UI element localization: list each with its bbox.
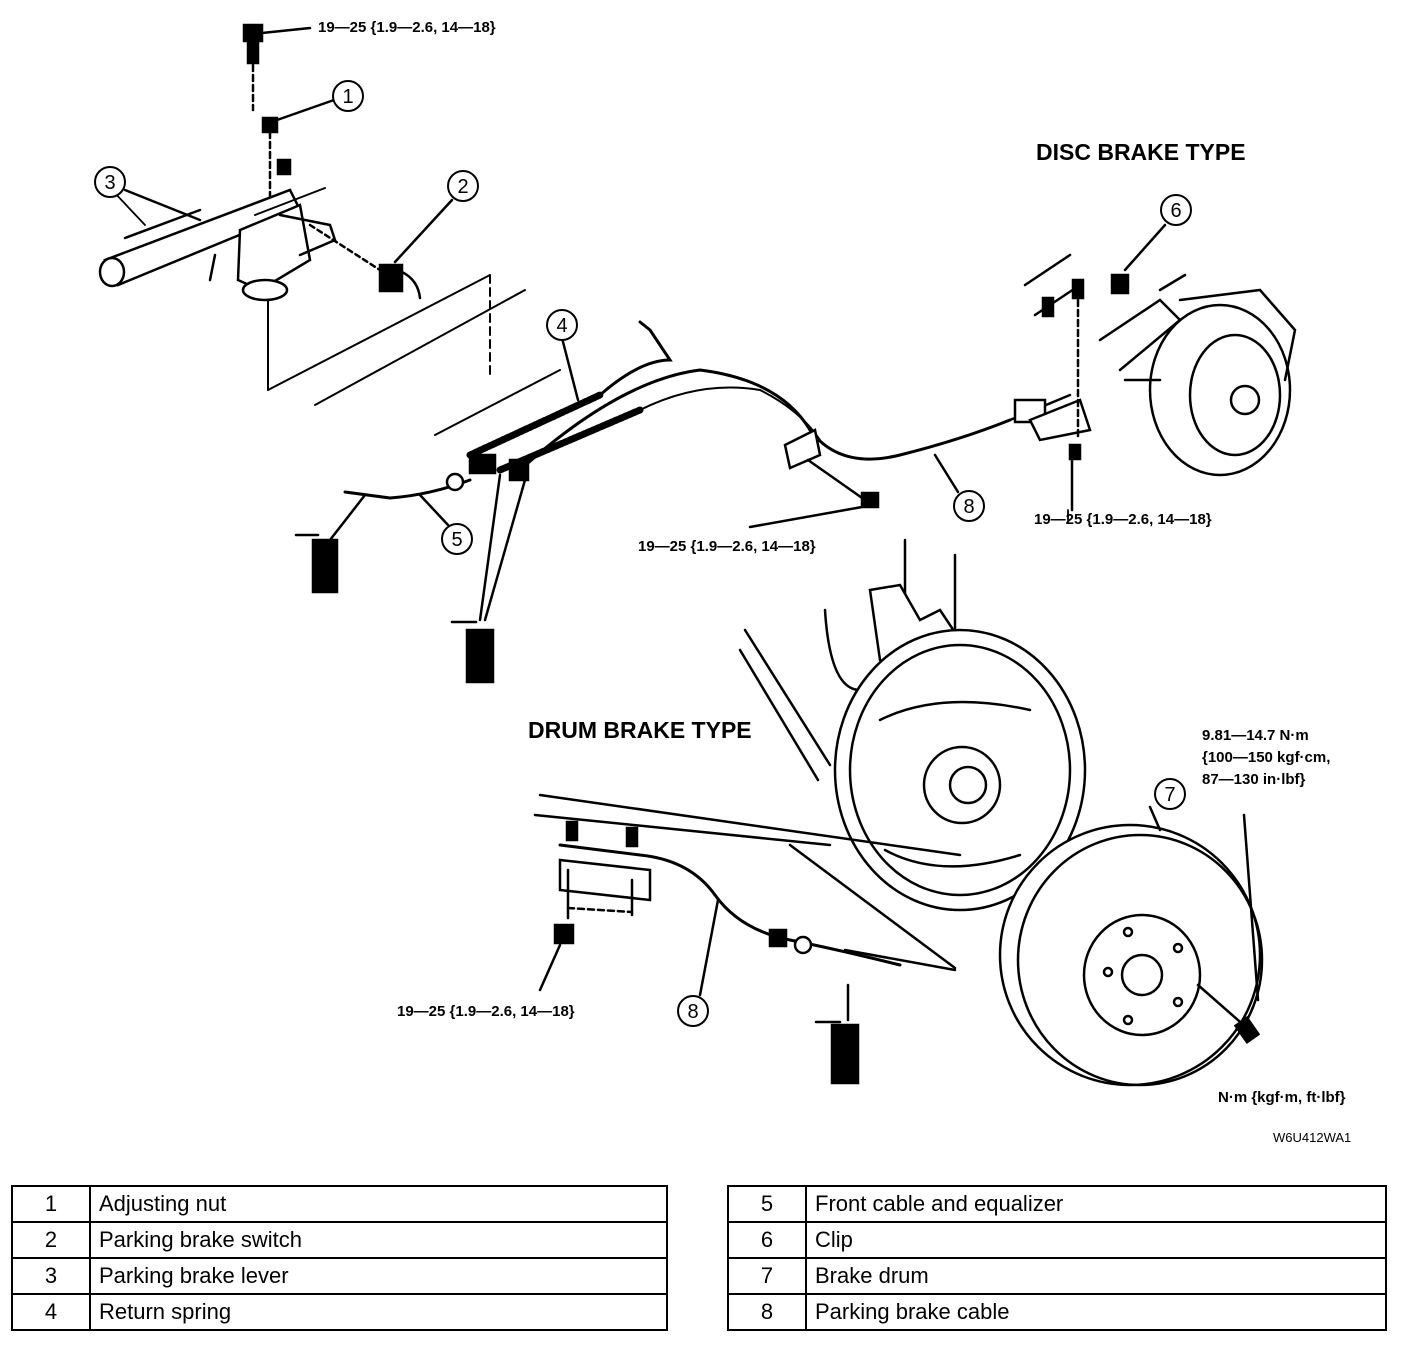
table-row: 7 Brake drum (727, 1257, 1387, 1295)
legend-desc: Brake drum (805, 1257, 1387, 1295)
legend-desc: Clip (805, 1221, 1387, 1259)
units-label: N·m {kgf·m, ft·lbf} (1218, 1089, 1346, 1106)
legend-desc: Parking brake switch (89, 1221, 668, 1259)
parking-brake-switch-icon (308, 198, 454, 300)
callout-4: 4 (556, 315, 567, 337)
torque-drum-line-1: 9.81—14.7 N·m (1202, 727, 1309, 744)
legend-desc: Parking brake cable (805, 1293, 1387, 1331)
legend-desc: Adjusting nut (89, 1185, 668, 1223)
grease-can-icon (294, 533, 860, 1085)
parking-brake-lever-icon (98, 158, 337, 302)
legend-desc: Return spring (89, 1293, 668, 1331)
callout-8-disc: 8 (963, 496, 974, 518)
torque-label-drum: 19—25 {1.9—2.6, 14—18} (397, 1003, 575, 1020)
parking-brake-diagram: 1 2 3 4 5 6 7 8 8 19—25 {1.9—2.6, 14—18}… (94, 19, 1351, 1145)
table-row: 4 Return spring (11, 1293, 668, 1331)
torque-label-top: 19—25 {1.9—2.6, 14—18} (318, 19, 496, 36)
legend-num: 6 (727, 1221, 807, 1259)
callout-2: 2 (457, 176, 468, 198)
table-row: 8 Parking brake cable (727, 1293, 1387, 1331)
callout-5: 5 (451, 529, 462, 551)
torque-drum-line-2: {100—150 kgf·cm, (1202, 749, 1330, 766)
legend-num: 2 (11, 1221, 91, 1259)
callout-8-drum: 8 (687, 1001, 698, 1023)
legend-num: 7 (727, 1257, 807, 1295)
table-row: 1 Adjusting nut (11, 1185, 668, 1223)
drum-brake-type-title: DRUM BRAKE TYPE (528, 717, 752, 743)
torque-label-disc: 19—25 {1.9—2.6, 14—18} (1034, 511, 1212, 528)
torque-label-center: 19—25 {1.9—2.6, 14—18} (638, 538, 816, 555)
legend-num: 1 (11, 1185, 91, 1223)
legend-num: 8 (727, 1293, 807, 1331)
legend-num: 4 (11, 1293, 91, 1331)
parking-brake-cable-drum (538, 820, 957, 1022)
legend-desc: Parking brake lever (89, 1257, 668, 1295)
callout-3: 3 (104, 172, 115, 194)
disc-brake-type-title: DISC BRAKE TYPE (1036, 139, 1246, 165)
floor-panel-lines (254, 187, 561, 436)
front-cable-equalizer-icon (328, 453, 530, 622)
legend-num: 5 (727, 1185, 807, 1223)
torque-drum-line-3: 87—130 in·lbf} (1202, 771, 1306, 788)
callout-7: 7 (1164, 784, 1175, 806)
brake-drum-icon (998, 805, 1264, 1087)
legend-num: 3 (11, 1257, 91, 1295)
legend-table-left: 1 Adjusting nut 2 Parking brake switch 3… (11, 1185, 668, 1331)
disc-brake-assembly-icon (1008, 223, 1297, 512)
legend-table-right: 5 Front cable and equalizer 6 Clip 7 Bra… (727, 1185, 1387, 1331)
table-row: 5 Front cable and equalizer (727, 1185, 1387, 1223)
drum-brake-backing-plate-icon (533, 538, 1087, 912)
table-row: 3 Parking brake lever (11, 1257, 668, 1295)
legend-desc: Front cable and equalizer (805, 1185, 1387, 1223)
table-row: 6 Clip (727, 1221, 1387, 1259)
callout-6: 6 (1170, 200, 1181, 222)
top-bolt-icon (242, 23, 312, 112)
callout-markers (94, 80, 1192, 1027)
figure-code: W6U412WA1 (1273, 1130, 1351, 1145)
table-row: 2 Parking brake switch (11, 1221, 668, 1259)
parking-brake-cable-disc (518, 320, 1012, 529)
callout-1: 1 (342, 86, 353, 108)
